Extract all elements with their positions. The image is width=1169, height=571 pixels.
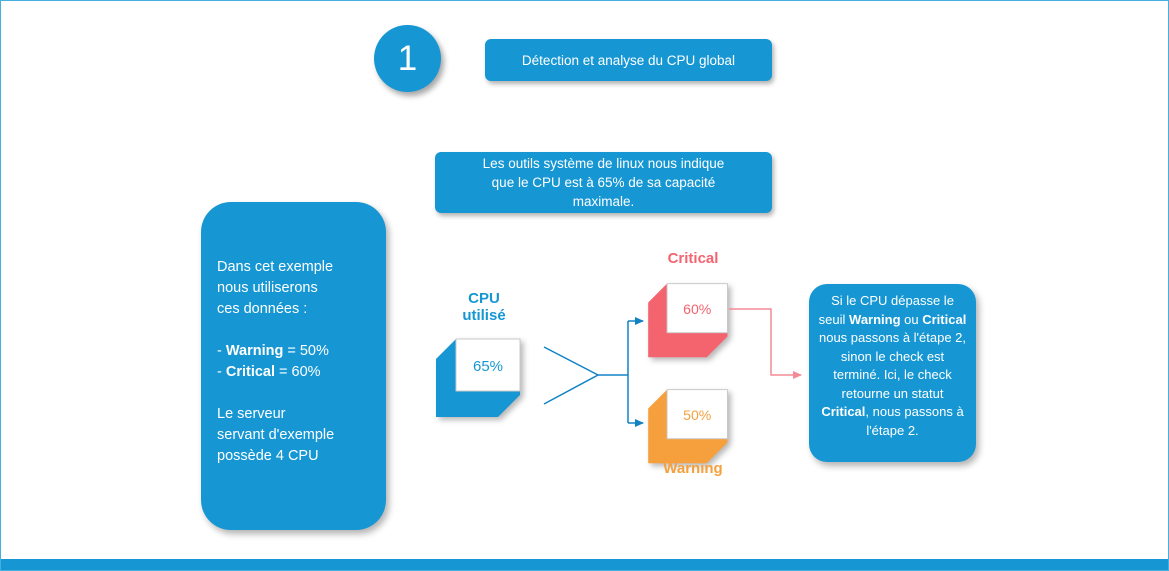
result-text-segment: nous passons à l'étape 2, sinon le check… bbox=[818, 330, 967, 401]
branch-v-connector bbox=[543, 346, 600, 405]
critical-value-box bbox=[666, 283, 728, 334]
result-text-segment: ou bbox=[900, 311, 923, 327]
arrow-critical-to-result bbox=[729, 308, 802, 379]
cpu-used-label: CPU utilisé bbox=[462, 290, 506, 324]
step-number-badge: 1 bbox=[374, 25, 441, 92]
warning-threshold-shape: 50% bbox=[648, 389, 728, 464]
bottom-bar bbox=[1, 559, 1168, 570]
step-number: 1 bbox=[397, 38, 418, 78]
critical-threshold-line: - Critical = 60% bbox=[217, 362, 369, 383]
critical-threshold-shape: 60% bbox=[648, 283, 728, 358]
result-panel: Si le CPU dépasse le seuil Warning ou Cr… bbox=[809, 284, 976, 462]
critical-bullet-value: = 60% bbox=[275, 364, 321, 381]
branch-stem-connector bbox=[598, 321, 629, 423]
warning-value: 50% bbox=[683, 407, 712, 423]
result-text-segment: Critical bbox=[922, 311, 967, 327]
result-text-segment: Si le CPU dépasse le seuil bbox=[818, 293, 954, 327]
warning-bullet-label: Warning bbox=[225, 343, 284, 360]
example-outro: Le serveur servant d'exemple possède 4 C… bbox=[217, 406, 335, 465]
cpu-value: 65% bbox=[473, 358, 503, 375]
example-bullets: - Warning = 50% - Critical = 60% bbox=[217, 341, 369, 383]
warning-label: Warning bbox=[663, 460, 723, 477]
title-box: Détection et analyse du CPU global bbox=[485, 39, 772, 81]
cpu-usage-shape: 65% bbox=[436, 338, 521, 417]
warning-threshold-line: - Warning = 50% bbox=[217, 341, 369, 362]
result-text-segment: Critical bbox=[821, 404, 866, 420]
note-text: Les outils système de linux nous indique… bbox=[482, 155, 725, 210]
example-intro: Dans cet exemple nous utiliserons ces do… bbox=[217, 259, 334, 318]
cpu-value-box bbox=[455, 338, 521, 392]
critical-value: 60% bbox=[683, 301, 712, 317]
critical-bullet-label: Critical bbox=[225, 364, 276, 381]
critical-bullet-prefix: - bbox=[217, 364, 226, 381]
result-text-segment: , nous passons à l'étape 2. bbox=[865, 404, 964, 439]
warning-bullet-value: = 50% bbox=[283, 343, 329, 360]
result-text-segment: Warning bbox=[849, 311, 901, 327]
page-title: Détection et analyse du CPU global bbox=[521, 52, 736, 68]
warning-bullet-prefix: - bbox=[217, 343, 226, 360]
critical-label: Critical bbox=[667, 250, 719, 267]
example-panel: Dans cet exemple nous utiliserons ces do… bbox=[201, 202, 386, 530]
note-box: Les outils système de linux nous indique… bbox=[435, 152, 772, 213]
warning-value-box bbox=[666, 389, 728, 440]
